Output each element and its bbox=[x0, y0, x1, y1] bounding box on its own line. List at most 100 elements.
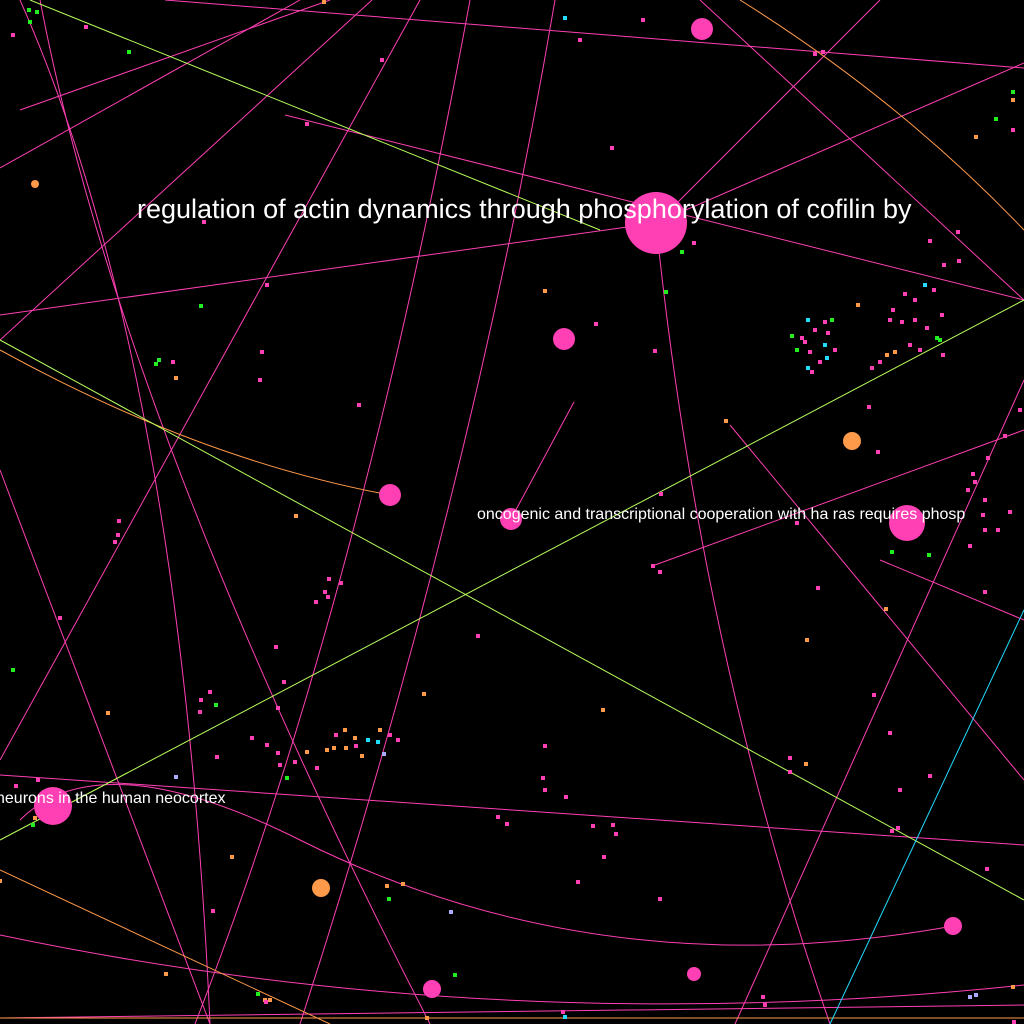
graph-node[interactable] bbox=[214, 703, 218, 707]
graph-node[interactable] bbox=[806, 366, 810, 370]
graph-node[interactable] bbox=[867, 405, 871, 409]
graph-node[interactable] bbox=[425, 1016, 429, 1020]
graph-node[interactable] bbox=[388, 733, 392, 737]
graph-node[interactable] bbox=[614, 832, 618, 836]
graph-node[interactable] bbox=[918, 348, 922, 352]
graph-node[interactable] bbox=[84, 25, 88, 29]
graph-node[interactable] bbox=[505, 822, 509, 826]
hub-node[interactable] bbox=[843, 432, 861, 450]
graph-node[interactable] bbox=[230, 855, 234, 859]
graph-node[interactable] bbox=[795, 348, 799, 352]
graph-node[interactable] bbox=[813, 52, 817, 56]
graph-node[interactable] bbox=[983, 498, 987, 502]
graph-node[interactable] bbox=[376, 740, 380, 744]
graph-node[interactable] bbox=[885, 353, 889, 357]
graph-node[interactable] bbox=[913, 298, 917, 302]
hub-node[interactable] bbox=[625, 192, 687, 254]
graph-node[interactable] bbox=[664, 290, 668, 294]
graph-node[interactable] bbox=[856, 303, 860, 307]
graph-node[interactable] bbox=[808, 350, 812, 354]
graph-node[interactable] bbox=[260, 350, 264, 354]
graph-node[interactable] bbox=[496, 815, 500, 819]
graph-node[interactable] bbox=[202, 220, 206, 224]
graph-node[interactable] bbox=[208, 690, 212, 694]
hub-node[interactable] bbox=[944, 917, 962, 935]
graph-node[interactable] bbox=[1003, 434, 1007, 438]
graph-node[interactable] bbox=[453, 973, 457, 977]
graph-node[interactable] bbox=[157, 358, 161, 362]
graph-node[interactable] bbox=[117, 519, 121, 523]
graph-node[interactable] bbox=[653, 349, 657, 353]
graph-node[interactable] bbox=[305, 122, 309, 126]
graph-node[interactable] bbox=[941, 353, 945, 357]
graph-node[interactable] bbox=[339, 581, 343, 585]
graph-node[interactable] bbox=[870, 366, 874, 370]
graph-node[interactable] bbox=[199, 698, 203, 702]
graph-node[interactable] bbox=[985, 867, 989, 871]
graph-node[interactable] bbox=[357, 403, 361, 407]
graph-node[interactable] bbox=[890, 550, 894, 554]
hub-node[interactable] bbox=[553, 328, 575, 350]
graph-node[interactable] bbox=[36, 778, 40, 782]
graph-node[interactable] bbox=[826, 331, 830, 335]
graph-node[interactable] bbox=[816, 586, 820, 590]
graph-node[interactable] bbox=[265, 743, 269, 747]
graph-node[interactable] bbox=[27, 8, 31, 12]
graph-node[interactable] bbox=[610, 146, 614, 150]
graph-node[interactable] bbox=[293, 760, 297, 764]
graph-node[interactable] bbox=[830, 318, 834, 322]
graph-node[interactable] bbox=[1011, 98, 1015, 102]
graph-node[interactable] bbox=[927, 553, 931, 557]
graph-node[interactable] bbox=[956, 230, 960, 234]
graph-node[interactable] bbox=[154, 362, 158, 366]
graph-node[interactable] bbox=[724, 419, 728, 423]
hub-node[interactable] bbox=[687, 967, 701, 981]
hub-node[interactable] bbox=[889, 505, 925, 541]
graph-node[interactable] bbox=[385, 884, 389, 888]
graph-node[interactable] bbox=[908, 343, 912, 347]
graph-node[interactable] bbox=[928, 239, 932, 243]
graph-node[interactable] bbox=[971, 472, 975, 476]
graph-node[interactable] bbox=[276, 706, 280, 710]
graph-node[interactable] bbox=[983, 590, 987, 594]
graph-node[interactable] bbox=[164, 972, 168, 976]
graph-node[interactable] bbox=[250, 736, 254, 740]
hub-node[interactable] bbox=[500, 508, 522, 530]
graph-node[interactable] bbox=[278, 763, 282, 767]
graph-node[interactable] bbox=[294, 514, 298, 518]
graph-node[interactable] bbox=[957, 259, 961, 263]
graph-node[interactable] bbox=[968, 544, 972, 548]
graph-node[interactable] bbox=[543, 788, 547, 792]
graph-node[interactable] bbox=[981, 513, 985, 517]
graph-node[interactable] bbox=[968, 995, 972, 999]
graph-node[interactable] bbox=[986, 456, 990, 460]
graph-node[interactable] bbox=[823, 343, 827, 347]
graph-node[interactable] bbox=[576, 880, 580, 884]
graph-node[interactable] bbox=[658, 570, 662, 574]
graph-node[interactable] bbox=[33, 816, 37, 820]
graph-node[interactable] bbox=[872, 693, 876, 697]
graph-node[interactable] bbox=[563, 16, 567, 20]
graph-node[interactable] bbox=[343, 728, 347, 732]
graph-node[interactable] bbox=[327, 577, 331, 581]
graph-node[interactable] bbox=[788, 770, 792, 774]
graph-node[interactable] bbox=[285, 776, 289, 780]
graph-node[interactable] bbox=[396, 738, 400, 742]
graph-node[interactable] bbox=[14, 784, 18, 788]
graph-node[interactable] bbox=[935, 336, 939, 340]
graph-node[interactable] bbox=[325, 748, 329, 752]
graph-node[interactable] bbox=[0, 879, 2, 883]
hub-node[interactable] bbox=[312, 879, 330, 897]
graph-node[interactable] bbox=[563, 1015, 567, 1019]
graph-node[interactable] bbox=[1011, 128, 1015, 132]
graph-node[interactable] bbox=[973, 480, 977, 484]
graph-node[interactable] bbox=[942, 263, 946, 267]
graph-node[interactable] bbox=[983, 528, 987, 532]
graph-node[interactable] bbox=[795, 521, 799, 525]
graph-node[interactable] bbox=[264, 1000, 268, 1004]
graph-node[interactable] bbox=[692, 241, 696, 245]
graph-node[interactable] bbox=[323, 590, 327, 594]
graph-node[interactable] bbox=[31, 823, 35, 827]
graph-node[interactable] bbox=[315, 766, 319, 770]
graph-node[interactable] bbox=[35, 10, 39, 14]
